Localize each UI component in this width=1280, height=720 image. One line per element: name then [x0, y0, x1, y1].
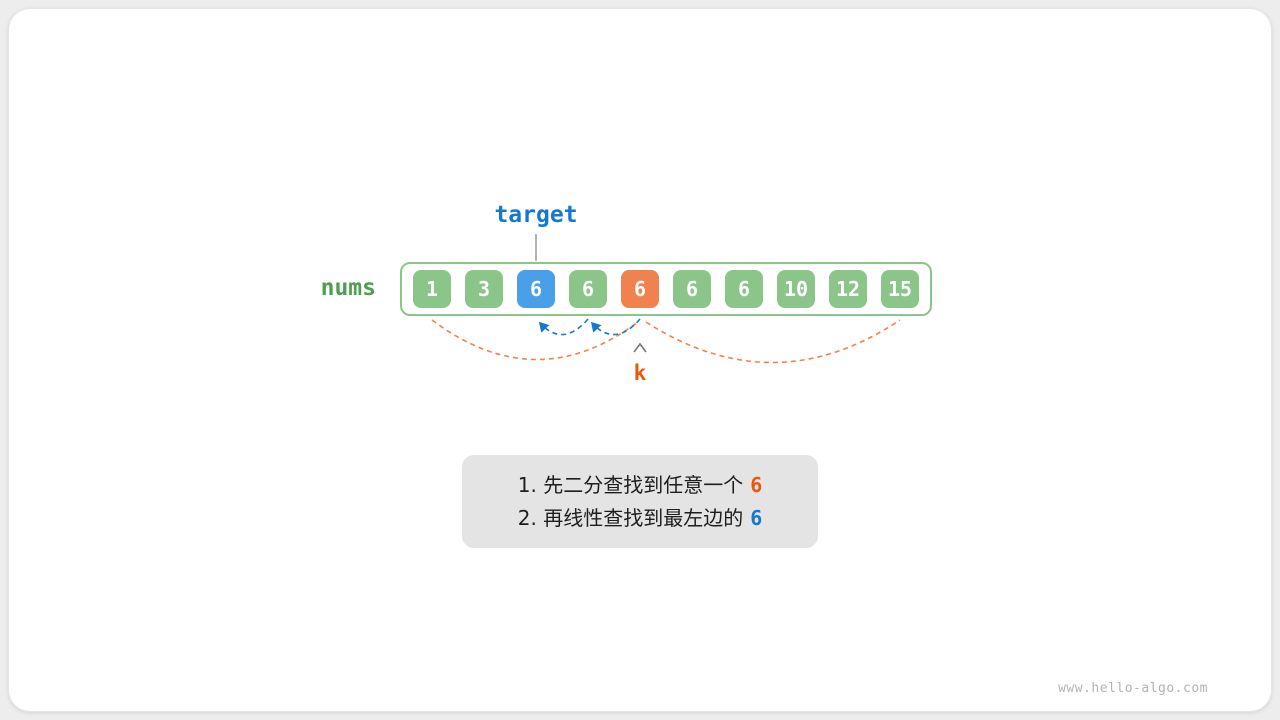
nums-label: nums	[320, 275, 376, 301]
array-cell-7: 10	[777, 270, 815, 308]
array-cell-8: 12	[829, 270, 867, 308]
note-line-2-highlight: 6	[750, 505, 763, 530]
array-cell-0: 1	[413, 270, 451, 308]
target-label: target	[494, 202, 578, 228]
array-cell-3: 6	[569, 270, 607, 308]
array-cell-2: 6	[517, 270, 555, 308]
note-line-1-text: 1. 先二分查找到任意一个	[517, 472, 744, 497]
array-cell-6: 6	[725, 270, 763, 308]
note-line-1-highlight: 6	[750, 472, 763, 497]
array-cell-4: 6	[621, 270, 659, 308]
k-label: k	[633, 361, 647, 385]
array-cell-9: 15	[881, 270, 919, 308]
watermark: www.hello-algo.com	[1058, 681, 1208, 696]
note-line-2-text: 2. 再线性查找到最左边的	[517, 505, 744, 530]
diagram-card	[8, 8, 1272, 712]
nums-array: 1 3 6 6 6 6 6 10 12 15	[400, 262, 932, 316]
array-cell-1: 3	[465, 270, 503, 308]
array-cell-5: 6	[673, 270, 711, 308]
